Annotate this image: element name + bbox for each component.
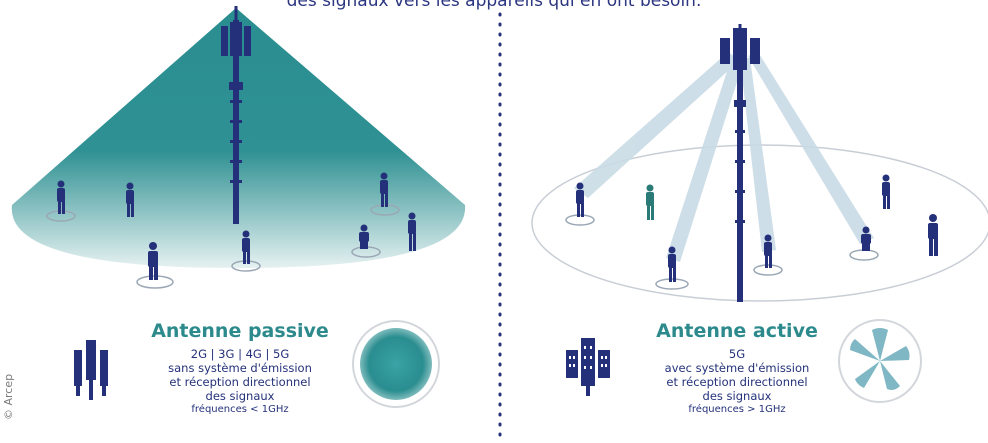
active-antenna-legend-icon	[566, 338, 610, 396]
active-person-6	[882, 174, 890, 209]
active-desc-1: avec système d'émission	[664, 361, 810, 375]
active-antenna-tower-icon	[720, 24, 760, 302]
passive-person-4	[231, 230, 261, 272]
active-person-5	[849, 226, 879, 261]
passive-person-3	[136, 242, 174, 289]
passive-antenna-tower-icon	[221, 6, 251, 224]
passive-frequency: fréquences < 1GHz	[191, 404, 289, 415]
passive-person-1	[46, 180, 76, 222]
passive-desc-2: et réception directionnel	[169, 375, 311, 389]
passive-desc-3: des signaux	[205, 389, 275, 403]
active-person-3	[655, 246, 689, 290]
passive-person-2	[126, 182, 134, 217]
active-person-2	[646, 184, 654, 220]
passive-legend: Antenne passive 2G | 3G | 4G | 5G sans s…	[120, 320, 360, 416]
passive-person-7	[408, 212, 416, 251]
active-beams	[574, 52, 874, 262]
active-person-7	[928, 214, 938, 256]
passive-title: Antenne passive	[151, 320, 329, 342]
active-person-1	[565, 182, 595, 226]
passive-person-6	[370, 172, 400, 216]
copyright-credit: © Arcep	[2, 373, 15, 420]
passive-desc-1: sans système d'émission	[168, 361, 312, 375]
directional-radiation-icon	[838, 319, 922, 403]
passive-bands: 2G | 3G | 4G | 5G	[190, 347, 290, 361]
passive-person-5	[351, 224, 381, 258]
active-desc-2: et réception directionnel	[666, 375, 808, 389]
passive-antenna-legend-icon	[74, 340, 108, 400]
active-bands: 5G	[728, 347, 746, 361]
active-frequency: fréquences > 1GHz	[688, 404, 786, 415]
active-title: Antenne active	[656, 320, 818, 342]
headline: des signaux vers les appareils qui en on…	[286, 0, 702, 11]
omnidirectional-radiation-icon	[352, 320, 440, 408]
active-person-4	[753, 234, 783, 276]
active-legend: Antenne active 5G avec système d'émissio…	[617, 320, 857, 416]
active-desc-3: des signaux	[702, 389, 772, 403]
